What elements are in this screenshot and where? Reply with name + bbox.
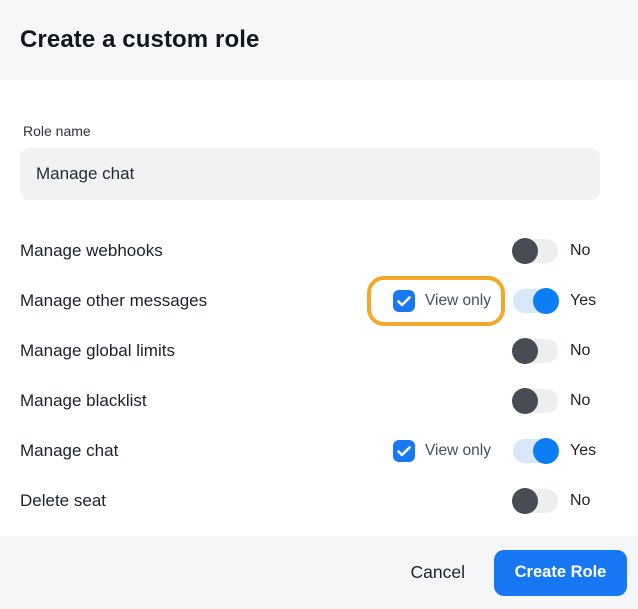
view-only-label: View only <box>424 442 491 459</box>
toggle-on[interactable] <box>513 288 559 314</box>
permission-row-manage-chat: Manage chat View only Yes <box>20 426 600 476</box>
permission-label: Delete seat <box>20 491 106 510</box>
row-controls: No <box>512 338 600 364</box>
dialog-header: Create a custom role <box>0 0 638 80</box>
permission-row-manage-webhooks: Manage webhooks No <box>20 226 600 276</box>
view-only-group: View only <box>367 426 505 476</box>
toggle-knob <box>512 338 538 364</box>
view-only-checkbox-checked[interactable] <box>392 290 415 312</box>
view-only-label: View only <box>424 292 491 309</box>
checkmark-icon <box>397 445 411 456</box>
create-role-button[interactable]: Create Role <box>494 549 627 596</box>
toggle-off[interactable] <box>512 338 558 364</box>
role-name-label: Role name <box>23 123 91 139</box>
toggle-on[interactable] <box>513 438 559 464</box>
toggle-off[interactable] <box>512 488 558 514</box>
toggle-state-label: Yes <box>570 292 597 309</box>
toggle-knob <box>512 488 538 514</box>
permission-label: Manage blacklist <box>20 391 147 410</box>
toggle-state-label: No <box>570 242 591 259</box>
permission-row-manage-blacklist: Manage blacklist No <box>20 376 600 426</box>
permission-label: Manage other messages <box>20 291 208 310</box>
role-name-input[interactable] <box>20 148 600 200</box>
dialog-footer: Cancel Create Role <box>0 536 638 609</box>
permission-row-manage-global-limits: Manage global limits No <box>20 326 600 376</box>
row-controls: No <box>512 488 600 514</box>
toggle-off[interactable] <box>512 388 558 414</box>
row-controls: View only Yes <box>367 426 600 476</box>
dialog-content: Role name Manage webhooks No Manage othe… <box>0 80 638 536</box>
row-controls: No <box>512 388 600 414</box>
permission-label: Manage global limits <box>20 341 175 360</box>
row-controls: No <box>512 238 600 264</box>
toggle-knob <box>512 388 538 414</box>
checkmark-icon <box>397 295 411 306</box>
toggle-knob <box>533 438 559 464</box>
permission-row-manage-other-messages: Manage other messages View only Yes <box>20 276 600 326</box>
toggle-state-label: No <box>570 342 591 359</box>
view-only-checkbox-checked[interactable] <box>392 440 415 462</box>
permission-row-delete-seat: Delete seat No <box>20 476 600 526</box>
toggle-knob <box>533 288 559 314</box>
row-controls: View only Yes <box>366 276 600 326</box>
toggle-knob <box>512 238 538 264</box>
permission-label: Manage webhooks <box>20 241 163 260</box>
permission-label: Manage chat <box>20 441 119 460</box>
toggle-state-label: No <box>570 392 591 409</box>
dialog-title: Create a custom role <box>20 26 260 53</box>
toggle-state-label: No <box>570 492 591 509</box>
toggle-state-label: Yes <box>570 442 597 459</box>
permissions-list: Manage webhooks No Manage other messages <box>20 226 600 526</box>
toggle-off[interactable] <box>512 238 558 264</box>
cancel-button[interactable]: Cancel <box>397 552 479 593</box>
view-only-group-highlight-ring: View only <box>366 276 505 326</box>
